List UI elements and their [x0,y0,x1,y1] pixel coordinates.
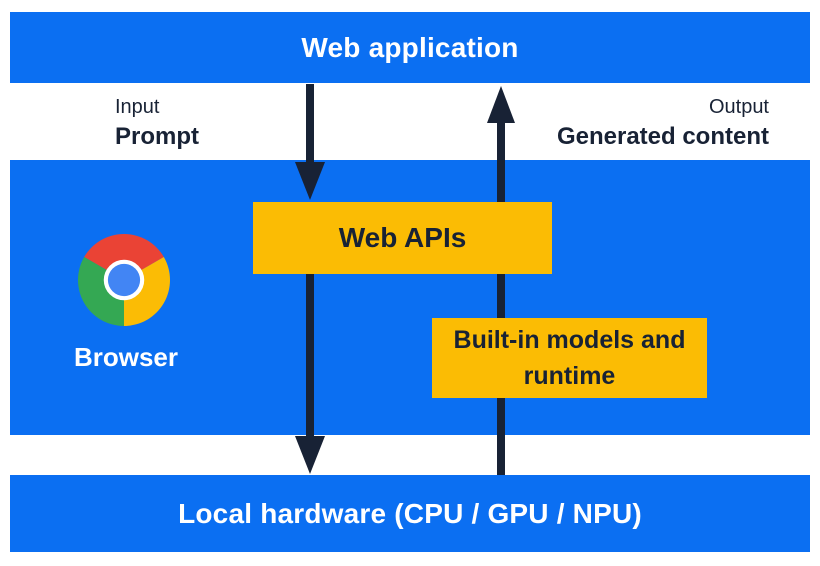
input-arrow-line-lower [306,274,314,437]
built-in-models-label: Built-in models and runtime [453,326,686,390]
input-labels: Input Prompt [115,96,199,151]
output-title: Output [708,96,769,118]
input-title: Input [115,96,160,118]
input-value: Prompt [115,123,199,150]
input-arrow-head-upper [295,162,325,200]
output-arrow-head [487,86,515,123]
web-apis-box: Web APIs [253,202,552,274]
input-arrow-head-lower [295,436,325,474]
local-hardware-bar: Local hardware (CPU / GPU / NPU) [10,475,810,552]
local-hardware-label: Local hardware (CPU / GPU / NPU) [178,497,642,529]
output-labels: Output Generated content [557,96,769,151]
input-arrow-line-upper [306,84,314,163]
chrome-icon [78,234,170,326]
web-apis-label: Web APIs [338,222,467,253]
output-value: Generated content [556,123,769,150]
built-in-models-box: Built-in models and runtime [432,318,707,398]
browser-label: Browser [73,342,179,372]
web-application-label: Web application [301,31,519,63]
output-arrow-line [497,120,505,475]
web-application-bar: Web application [10,12,810,83]
